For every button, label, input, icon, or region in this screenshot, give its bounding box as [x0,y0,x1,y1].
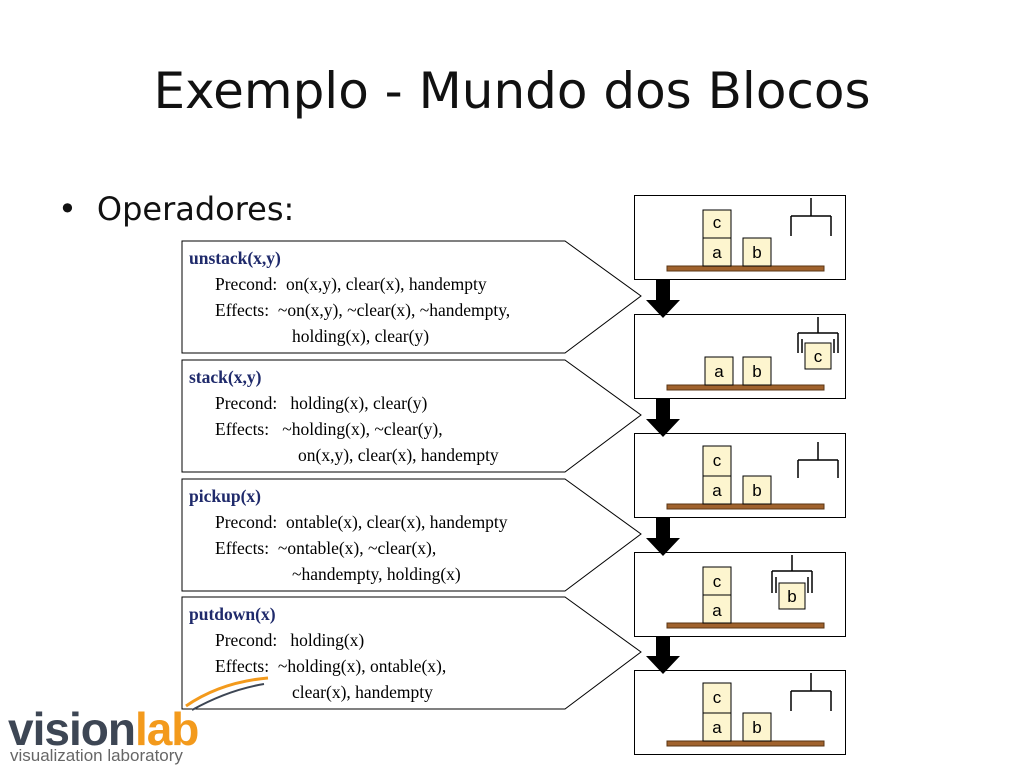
precond-text: ontable(x), clear(x), handempty [285,512,508,532]
block-label: a [712,243,722,262]
operator-args: (x) [240,486,261,506]
operator-pickup: pickup(x) Precond: ontable(x), clear(x),… [181,478,642,593]
block-label: b [787,587,796,606]
operator-args: (x,y) [227,367,262,387]
effects-label: Effects: [215,419,270,439]
operator-putdown: putdown(x) Precond: holding(x) Effects: … [181,596,642,711]
gripper-icon [790,673,832,711]
block [704,356,734,386]
gripper-icon [797,442,839,478]
table-bar [666,622,825,629]
logo-tagline: visualization laboratory [10,746,183,765]
operator-shape [181,478,642,592]
block [702,209,732,239]
precond-text: on(x,y), clear(x), handempty [285,274,487,294]
operator-name: putdown [189,604,256,624]
block-label: b [752,362,761,381]
operator-shape [181,596,642,710]
table-bar [666,265,825,272]
world-state-4: c a b [634,552,846,637]
operator-unstack: unstack(x,y) Precond: on(x,y), clear(x),… [181,240,642,355]
precond-text: holding(x) [290,630,365,650]
precond-label: Precond: [215,512,278,532]
block [804,342,832,370]
block [702,445,732,477]
effects-text-cont: ~handempty, holding(x) [292,564,461,584]
bullet-dot-icon: • [58,190,77,228]
effects-text-cont: clear(x), handempty [292,682,433,702]
operator-args: (x) [255,604,276,624]
block [742,475,772,505]
logo-swoosh-icon [185,676,269,711]
logo-word-vision: vision [8,703,136,755]
block [742,712,772,742]
bullet-operadores: • Operadores: [58,190,294,228]
block-label: a [712,481,722,500]
gripper-icon [790,198,832,236]
block-label: c [713,572,722,591]
effects-text: ~on(x,y), ~clear(x), ~handempty, [277,300,511,320]
precond-label: Precond: [215,274,278,294]
effects-label: Effects: [215,538,270,558]
block [742,237,772,267]
block [702,475,732,505]
block [778,582,806,610]
visionlab-logo: visionlab visualization laboratory [6,676,276,766]
table-bar [666,384,825,391]
world-state-5: c a b [634,670,846,755]
table-bar [666,503,825,510]
block-label: a [712,718,722,737]
bullet-text: Operadores: [96,190,295,228]
down-arrow-icon [646,399,680,437]
block [742,356,772,386]
block-label: c [713,688,722,707]
operator-shape [181,359,642,473]
operator-name: pickup [189,486,241,506]
table-bar [666,740,825,747]
effects-text: ~holding(x), ontable(x), [277,656,447,676]
block-label: b [752,481,761,500]
operator-name: stack [189,367,228,387]
world-state-2: a b c [634,314,846,399]
effects-label: Effects: [215,300,270,320]
down-arrow-icon [646,280,680,318]
block [702,566,732,596]
operator-name: unstack [189,248,248,268]
block-label: b [752,718,761,737]
effects-label: Effects: [215,656,270,676]
down-arrow-icon [646,518,680,556]
block-label: a [714,362,724,381]
precond-label: Precond: [215,393,278,413]
block-label: a [712,601,722,620]
block-label: b [752,243,761,262]
operator-stack: stack(x,y) Precond: holding(x), clear(y)… [181,359,642,474]
logo-word-lab: lab [134,703,199,755]
slide-title: Exemplo - Mundo dos Blocos [153,62,871,120]
effects-text: ~holding(x), ~clear(y), [282,419,443,439]
block-label: c [713,451,722,470]
gripper-icon [771,555,813,593]
world-state-1: c a b [634,195,846,280]
operator-args: (x,y) [247,248,281,268]
effects-text-cont: holding(x), clear(y) [292,326,430,346]
effects-text: ~ontable(x), ~clear(x), [277,538,437,558]
precond-label: Precond: [215,630,278,650]
block-label: c [713,213,722,232]
precond-text: holding(x), clear(y) [290,393,428,413]
world-state-3: c a b [634,433,846,518]
down-arrow-icon [646,636,680,674]
block-label: c [814,347,823,366]
effects-text-cont: on(x,y), clear(x), handempty [298,445,499,465]
block [702,682,732,714]
operator-shape [181,240,642,354]
gripper-icon [797,317,839,353]
